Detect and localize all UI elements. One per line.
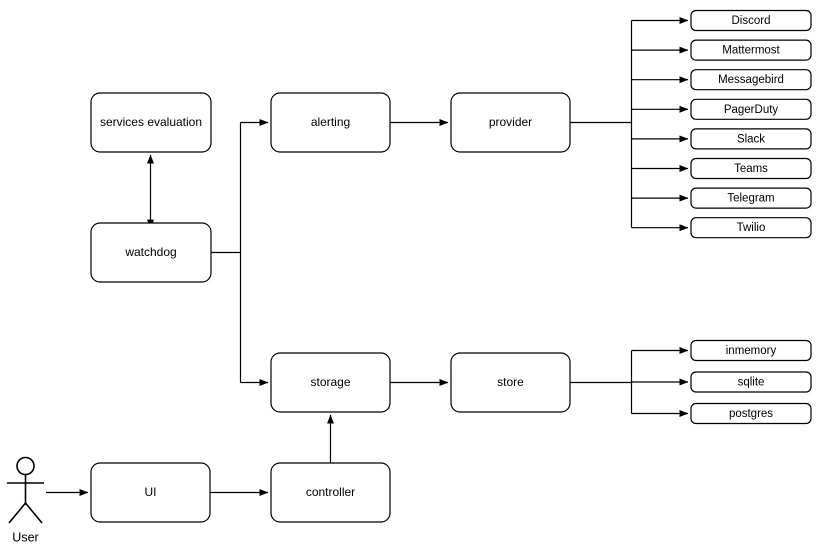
- node-controller-box: [270, 462, 391, 523]
- provider-target-item-label: PagerDuty: [724, 104, 779, 116]
- node-provider-box: [450, 92, 571, 153]
- provider-target-item-label: Mattermost: [722, 45, 780, 57]
- provider-target-item-label: Teams: [734, 163, 768, 175]
- provider-target-item-label: Twilio: [737, 222, 766, 234]
- provider-target-item-box: [690, 187, 812, 209]
- actor-label: User: [12, 530, 38, 544]
- store-target-item-label: postgres: [729, 408, 773, 420]
- provider-target-item[interactable]: Discord: [690, 9, 812, 32]
- provider-target-item-box: [690, 98, 812, 120]
- store-target-item-box: [690, 402, 812, 425]
- node-controller-label: controller: [306, 485, 355, 499]
- store-target-item-box: [690, 339, 812, 362]
- provider-target-item[interactable]: Teams: [690, 157, 812, 180]
- store-target-item[interactable]: sqlite: [690, 371, 812, 393]
- provider-target-item-box: [690, 69, 812, 91]
- provider-target-item[interactable]: Slack: [690, 128, 812, 150]
- node-provider-label: provider: [489, 115, 532, 129]
- provider-target-item-box: [690, 217, 812, 239]
- node-store-label: store: [497, 375, 524, 389]
- provider-target-item-box: [690, 9, 812, 32]
- node-services-evaluation-box: [90, 92, 212, 153]
- store-target-item-box: [690, 371, 812, 393]
- store-target-item-label: inmemory: [726, 345, 777, 357]
- node-storage[interactable]: storage: [270, 352, 391, 413]
- node-ui-label: UI: [145, 485, 157, 499]
- provider-target-list: DiscordMattermostMessagebirdPagerDutySla…: [631, 9, 812, 239]
- provider-target-item-box: [690, 39, 812, 61]
- node-store[interactable]: store: [450, 352, 571, 413]
- store-target-list: inmemory sqlite postgres: [631, 339, 812, 425]
- node-controller[interactable]: controller: [270, 462, 391, 523]
- node-watchdog-box: [90, 222, 212, 283]
- actor-left-leg-icon: [8, 502, 27, 524]
- node-provider[interactable]: provider: [450, 92, 571, 153]
- provider-target-item[interactable]: Twilio: [690, 217, 812, 239]
- provider-target-item-label: Slack: [737, 133, 765, 145]
- provider-target-item-label: Messagebird: [718, 74, 784, 86]
- store-target-item[interactable]: postgres: [690, 402, 812, 425]
- node-alerting[interactable]: alerting: [270, 92, 391, 153]
- node-ui-box: [90, 462, 211, 523]
- node-alerting-box: [270, 92, 391, 153]
- node-store-box: [450, 352, 571, 413]
- provider-target-item-box: [690, 157, 812, 180]
- node-alerting-label: alerting: [311, 115, 350, 129]
- provider-target-item-box: [690, 128, 812, 150]
- provider-target-item-label: Discord: [732, 15, 771, 27]
- provider-target-item[interactable]: Telegram: [690, 187, 812, 209]
- provider-target-item[interactable]: Messagebird: [690, 69, 812, 91]
- node-services-evaluation-label: services evaluation: [100, 115, 202, 129]
- provider-target-item[interactable]: Mattermost: [690, 39, 812, 61]
- actor-user[interactable]: User: [7, 456, 44, 545]
- provider-target-item-label: Telegram: [727, 193, 774, 205]
- node-services-evaluation[interactable]: services evaluation: [90, 92, 212, 153]
- provider-target-item[interactable]: PagerDuty: [690, 98, 812, 120]
- actor-right-leg-icon: [24, 502, 43, 524]
- store-target-item[interactable]: inmemory: [690, 339, 812, 362]
- node-ui[interactable]: UI: [90, 462, 211, 523]
- actor-head-icon: [16, 456, 35, 476]
- node-watchdog-label: watchdog: [124, 245, 176, 259]
- node-watchdog[interactable]: watchdog: [90, 222, 212, 283]
- node-storage-label: storage: [310, 375, 350, 389]
- store-target-item-label: sqlite: [738, 377, 765, 389]
- node-storage-box: [270, 352, 391, 413]
